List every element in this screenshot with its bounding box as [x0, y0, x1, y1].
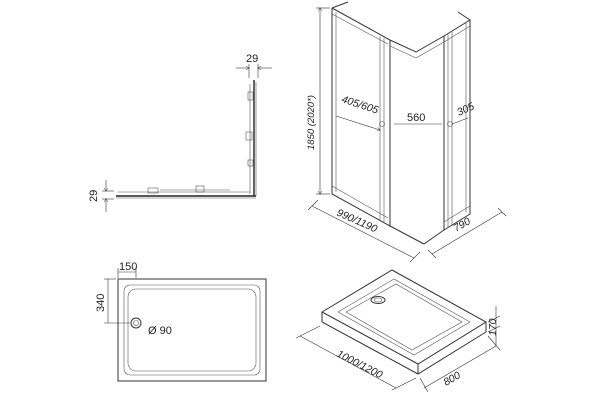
top-view-height-label: 29	[88, 190, 100, 202]
drain-offset-x-label: 150	[119, 261, 137, 273]
tray-plan-view: 150 340 Ø 90	[95, 261, 267, 382]
drain-offset-y-label: 340	[95, 294, 107, 312]
cabin-isometric: 1850 (2020*) 405/605 560 305 990/1190 79…	[306, 1, 507, 263]
tray-isometric: 170 1000/1200 800	[295, 269, 501, 393]
door-width-label: 405/605	[340, 93, 380, 116]
tray-depth-label: 800	[442, 369, 463, 388]
top-view-profile: 29 29	[88, 53, 272, 212]
side-panel-label: 305	[455, 100, 476, 118]
tray-length-label: 1000/1200	[335, 348, 385, 381]
tray-drain-icon	[370, 296, 386, 304]
top-view-width-label: 29	[246, 53, 258, 65]
drain-diameter-label: Ø 90	[148, 325, 172, 337]
cabin-height-label: 1850 (2020*)	[306, 95, 317, 150]
opening-width-label: 560	[407, 112, 425, 124]
tray-height-label: 170	[487, 318, 499, 336]
drain-icon	[130, 317, 142, 329]
